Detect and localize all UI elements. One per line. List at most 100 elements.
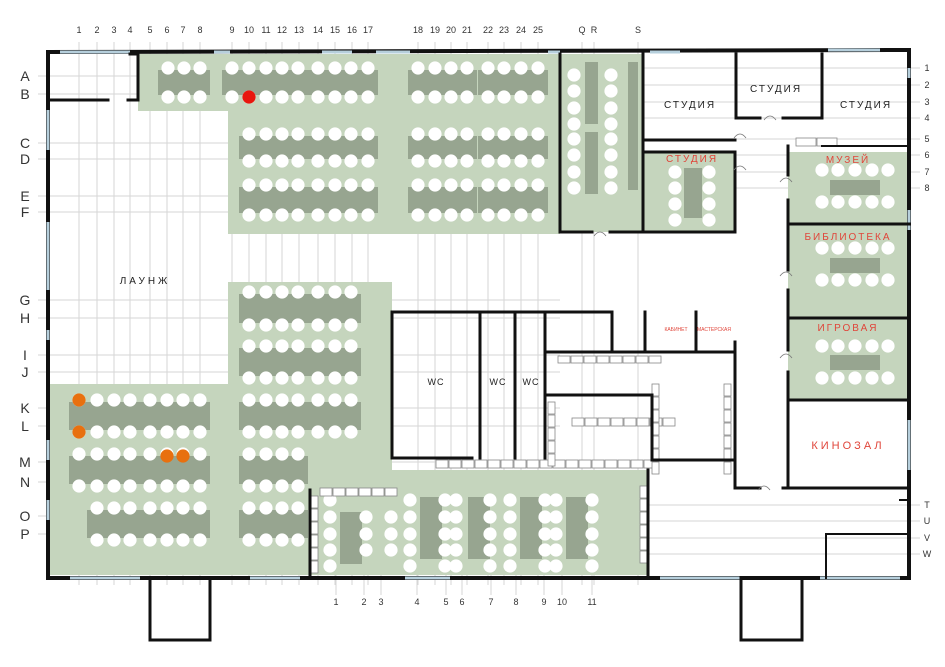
seat[interactable] [460, 178, 474, 192]
seat[interactable] [668, 213, 682, 227]
seat[interactable] [328, 371, 342, 385]
seat[interactable] [460, 208, 474, 222]
seat[interactable] [291, 154, 305, 168]
seat[interactable] [481, 127, 495, 141]
seat[interactable] [291, 447, 305, 461]
seat[interactable] [403, 543, 417, 557]
seat[interactable] [359, 543, 373, 557]
seat[interactable] [90, 425, 104, 439]
seat[interactable] [848, 241, 862, 255]
seat[interactable] [323, 493, 337, 507]
seat[interactable] [160, 479, 174, 493]
seat[interactable] [831, 195, 845, 209]
seat[interactable] [275, 501, 289, 515]
seat[interactable] [143, 393, 157, 407]
seat[interactable] [567, 117, 581, 131]
seat[interactable] [291, 285, 305, 299]
seat[interactable] [449, 527, 463, 541]
seat[interactable] [403, 493, 417, 507]
seat[interactable] [460, 90, 474, 104]
seat[interactable] [361, 178, 375, 192]
seat[interactable] [831, 371, 845, 385]
seat[interactable] [449, 493, 463, 507]
seat[interactable] [160, 393, 174, 407]
seat[interactable] [449, 510, 463, 524]
seat-taken[interactable] [176, 449, 190, 463]
seat[interactable] [865, 273, 879, 287]
seat[interactable] [444, 208, 458, 222]
seat[interactable] [242, 501, 256, 515]
seat[interactable] [259, 285, 273, 299]
seat[interactable] [881, 273, 895, 287]
seat[interactable] [259, 479, 273, 493]
seat[interactable] [483, 559, 497, 573]
seat[interactable] [323, 510, 337, 524]
seat[interactable] [311, 393, 325, 407]
seat[interactable] [242, 285, 256, 299]
seat[interactable] [585, 559, 599, 573]
seat[interactable] [411, 208, 425, 222]
seat[interactable] [411, 90, 425, 104]
seat[interactable] [177, 90, 191, 104]
seat[interactable] [344, 393, 358, 407]
seat[interactable] [497, 127, 511, 141]
seat[interactable] [538, 527, 552, 541]
seat[interactable] [242, 479, 256, 493]
seat[interactable] [668, 181, 682, 195]
seat[interactable] [815, 241, 829, 255]
seat[interactable] [328, 61, 342, 75]
seat[interactable] [585, 543, 599, 557]
seat[interactable] [259, 178, 273, 192]
seat[interactable] [483, 543, 497, 557]
seat[interactable] [831, 163, 845, 177]
seat[interactable] [538, 543, 552, 557]
seat[interactable] [449, 559, 463, 573]
seat-selected[interactable] [242, 90, 256, 104]
seat[interactable] [831, 339, 845, 353]
seat[interactable] [225, 61, 239, 75]
seat[interactable] [161, 61, 175, 75]
seat[interactable] [497, 208, 511, 222]
seat[interactable] [193, 425, 207, 439]
seat[interactable] [384, 510, 398, 524]
seat[interactable] [275, 371, 289, 385]
seat[interactable] [604, 165, 618, 179]
seat[interactable] [361, 90, 375, 104]
seat[interactable] [538, 510, 552, 524]
seat[interactable] [384, 543, 398, 557]
seat[interactable] [143, 425, 157, 439]
seat[interactable] [344, 90, 358, 104]
seat[interactable] [438, 559, 452, 573]
seat[interactable] [291, 127, 305, 141]
seat[interactable] [107, 447, 121, 461]
seat[interactable] [275, 533, 289, 547]
room-label-studio-1[interactable]: СТУДИЯ [664, 100, 716, 111]
seat[interactable] [311, 154, 325, 168]
room-label-studio-2[interactable]: СТУДИЯ [750, 84, 802, 95]
seat[interactable] [143, 447, 157, 461]
seat[interactable] [123, 393, 137, 407]
seat[interactable] [503, 527, 517, 541]
seat[interactable] [481, 154, 495, 168]
seat[interactable] [531, 90, 545, 104]
seat[interactable] [242, 61, 256, 75]
seat[interactable] [259, 447, 273, 461]
seat[interactable] [193, 393, 207, 407]
seat[interactable] [865, 163, 879, 177]
seat[interactable] [161, 90, 175, 104]
seat[interactable] [344, 208, 358, 222]
seat[interactable] [384, 527, 398, 541]
seat[interactable] [604, 132, 618, 146]
seat[interactable] [311, 425, 325, 439]
seat[interactable] [668, 165, 682, 179]
seat[interactable] [831, 241, 845, 255]
seat[interactable] [225, 90, 239, 104]
seat[interactable] [881, 339, 895, 353]
seat[interactable] [275, 447, 289, 461]
seat[interactable] [497, 61, 511, 75]
seat[interactable] [344, 425, 358, 439]
seat[interactable] [275, 479, 289, 493]
seat[interactable] [311, 208, 325, 222]
seat[interactable] [328, 318, 342, 332]
seat[interactable] [444, 61, 458, 75]
